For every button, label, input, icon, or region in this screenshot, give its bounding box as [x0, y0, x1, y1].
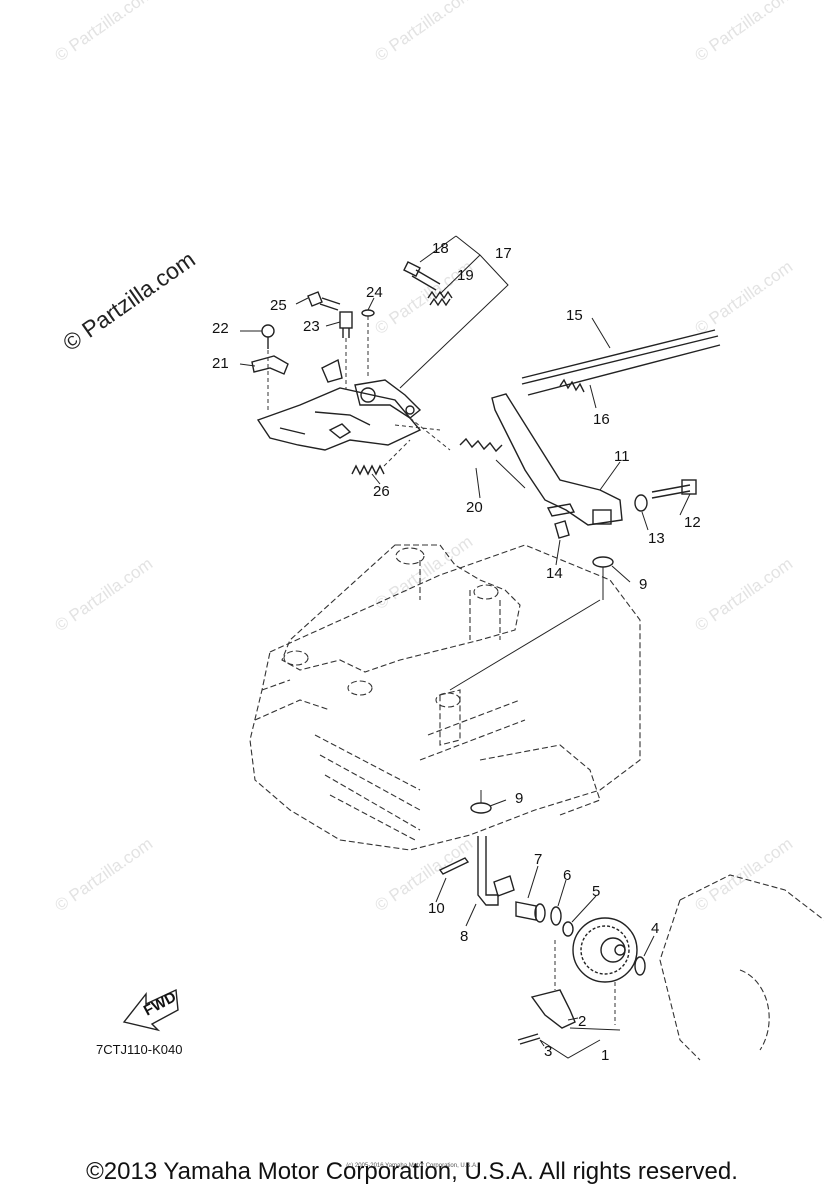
- watermark: © Partzilla.com: [691, 554, 796, 635]
- callout-3: 3: [544, 1043, 552, 1060]
- diagram-code: 7CTJ110-K040: [96, 1042, 183, 1057]
- lower-assembly: [438, 790, 824, 1061]
- watermark: © Partzilla.com: [51, 834, 156, 915]
- callout-4: 4: [651, 920, 659, 937]
- watermark: © Partzilla.com: [691, 257, 796, 338]
- callout-8: 8: [460, 928, 468, 945]
- callout-5: 5: [592, 883, 600, 900]
- watermark-prominent: © Partzilla.com: [58, 246, 200, 356]
- leader-lines: [239, 235, 691, 1059]
- callout-15: 15: [566, 307, 583, 324]
- callout-18: 18: [432, 240, 449, 257]
- callout-6: 6: [563, 867, 571, 884]
- callout-23: 23: [303, 318, 320, 335]
- engine-frame: [249, 544, 641, 851]
- callout-19: 19: [457, 267, 474, 284]
- small-note: (c) 2005-2016 Yamaha Motor Corporation, …: [346, 1163, 478, 1169]
- watermark: © Partzilla.com: [51, 0, 156, 65]
- callout-10: 10: [428, 900, 445, 917]
- callout-26: 26: [373, 483, 390, 500]
- watermark: © Partzilla.com: [691, 834, 796, 915]
- watermark: © Partzilla.com: [371, 0, 476, 65]
- callout-22: 22: [212, 320, 229, 337]
- callout-2: 2: [578, 1013, 586, 1030]
- callout-16: 16: [593, 411, 610, 428]
- callout-25: 25: [270, 297, 287, 314]
- callout-9-lower: 9: [515, 790, 523, 807]
- callout-9-upper: 9: [639, 576, 647, 593]
- callout-12: 12: [684, 514, 701, 531]
- callout-21: 21: [212, 355, 229, 372]
- callout-17: 17: [495, 245, 512, 262]
- watermark-grid: © Partzilla.com © Partzilla.com © Partzi…: [51, 0, 796, 915]
- callout-14: 14: [546, 565, 563, 582]
- callout-13: 13: [648, 530, 665, 547]
- fwd-arrow: FWD: [122, 988, 179, 1032]
- watermark: © Partzilla.com: [691, 0, 796, 65]
- callouts: 1 2 3 4 5 6 7 8 9 9 10 11 12 13 14 15 16…: [212, 240, 701, 1064]
- watermark: © Partzilla.com: [371, 532, 476, 613]
- callout-1: 1: [601, 1047, 609, 1064]
- callout-7: 7: [534, 851, 542, 868]
- copyright-notice: ©2013 Yamaha Motor Corporation, U.S.A. A…: [86, 1158, 738, 1185]
- upper-assembly: [251, 261, 721, 600]
- callout-24: 24: [366, 284, 383, 301]
- callout-11: 11: [614, 448, 630, 465]
- callout-20: 20: [466, 499, 483, 516]
- watermark: © Partzilla.com: [51, 554, 156, 635]
